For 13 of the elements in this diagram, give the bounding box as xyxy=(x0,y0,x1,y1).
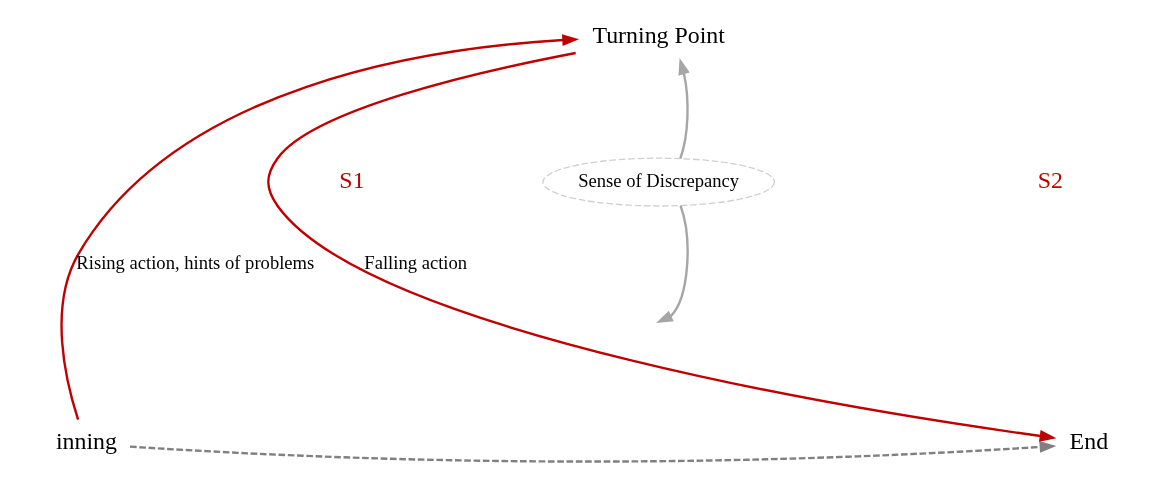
node-text: inning xyxy=(55,428,117,455)
label: S1 xyxy=(339,166,365,193)
node-text: End xyxy=(1069,428,1109,455)
edge-label: Falling action xyxy=(364,251,468,273)
arrow xyxy=(129,441,1057,463)
edge-label: Rising action, hints of problems xyxy=(76,251,315,273)
label: S2 xyxy=(1037,166,1063,193)
arrow xyxy=(678,58,690,159)
arrow xyxy=(267,51,1057,442)
node-text: Turning Point xyxy=(592,22,725,49)
arrow xyxy=(60,34,580,420)
node-ellipse: Sense of Discrepancy xyxy=(542,157,776,207)
arrow xyxy=(656,205,689,323)
